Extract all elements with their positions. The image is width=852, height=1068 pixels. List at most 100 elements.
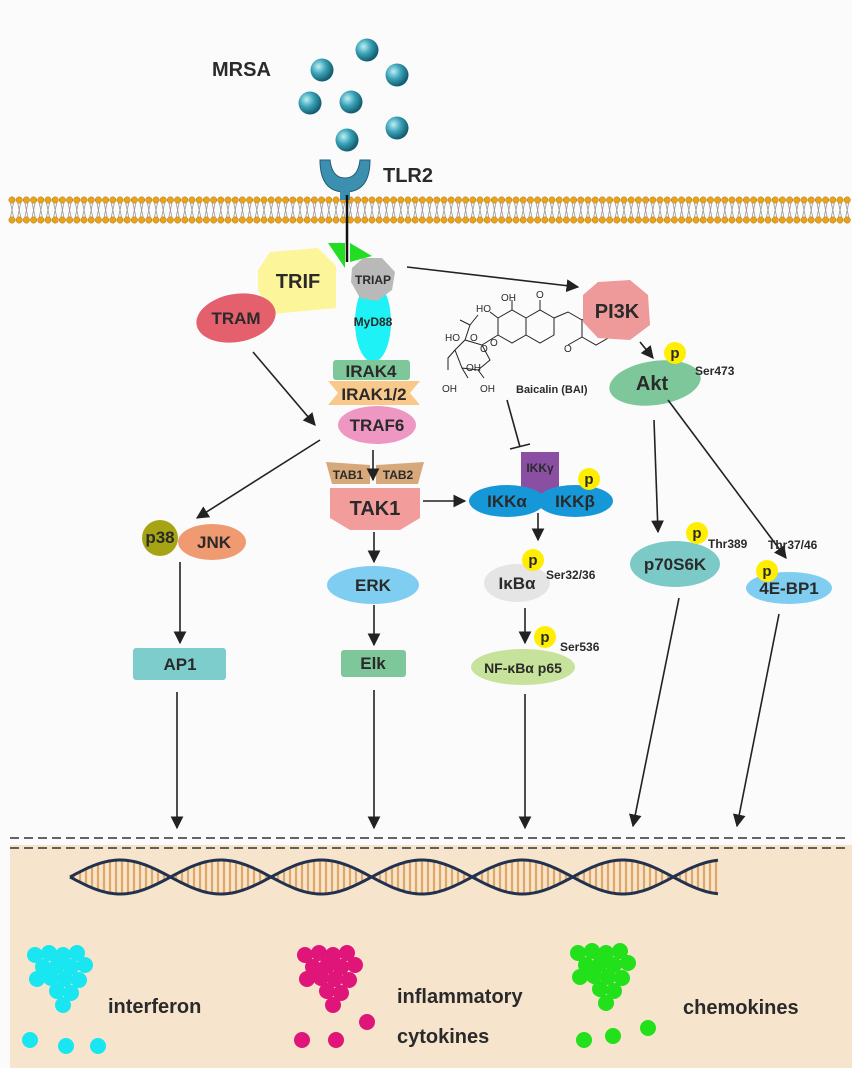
lipid-head — [426, 216, 434, 224]
lipid-head — [764, 216, 772, 224]
lipid-tail — [521, 202, 526, 218]
lipid-head — [829, 196, 837, 204]
tram-to-traf6-arrow — [252, 351, 316, 426]
lipid-head — [159, 196, 167, 204]
lipid-head — [490, 196, 498, 204]
lipid-head — [80, 196, 88, 204]
chemokine-dot — [600, 969, 616, 985]
lipid-tail — [463, 202, 468, 218]
lipid-tail — [348, 202, 353, 218]
lipid-tail — [226, 202, 230, 218]
lipid-head — [260, 196, 268, 204]
lipid-head — [670, 216, 678, 224]
lipid-head — [418, 196, 426, 204]
lipid-tail — [161, 202, 166, 218]
lipid-head — [800, 196, 808, 204]
chemokine-dot — [614, 970, 630, 986]
lipid-head — [361, 196, 369, 204]
lipid-tail — [478, 202, 482, 218]
4ebp1-site-label: Thr37/46 — [768, 538, 818, 552]
baicalin-label: Baicalin (BAI) — [516, 384, 588, 396]
lipid-tail — [391, 202, 396, 218]
phospho-badge — [522, 549, 544, 571]
lipid-head — [822, 216, 830, 224]
lipid-head — [368, 216, 376, 224]
lipid-head — [116, 216, 124, 224]
lipid-tail — [614, 202, 619, 218]
lipid-head — [541, 216, 549, 224]
lipid-head — [202, 216, 210, 224]
lipid-head — [73, 216, 81, 224]
cytokine-dot — [333, 959, 349, 975]
interferon-dot — [22, 1032, 38, 1048]
trif-node — [258, 248, 336, 314]
lipid-tail — [67, 202, 72, 218]
lipid-head — [267, 216, 275, 224]
lipid-head — [318, 196, 326, 204]
lipid-head — [706, 196, 714, 204]
lipid-head — [670, 196, 678, 204]
cytokine-dot — [325, 997, 341, 1013]
lipid-head — [490, 216, 498, 224]
phospho-label: p — [540, 629, 549, 646]
lipid-tail — [802, 202, 806, 218]
lipid-head — [224, 216, 232, 224]
lipid-head — [325, 196, 333, 204]
lipid-tail — [636, 202, 641, 218]
lipid-head — [606, 216, 614, 224]
lipid-head — [519, 216, 527, 224]
lipid-head — [526, 196, 534, 204]
lipid-head — [447, 216, 455, 224]
lipid-head — [598, 196, 606, 204]
ap1-label: AP1 — [163, 655, 196, 674]
lipid-head — [656, 196, 664, 204]
lipid-head — [519, 196, 527, 204]
lipid-head — [404, 196, 412, 204]
lipid-tail — [24, 202, 29, 218]
lipid-tail — [168, 202, 173, 218]
chemokine-dot — [605, 1028, 621, 1044]
ikka-label: IKKα — [487, 492, 527, 511]
lipid-head — [678, 196, 686, 204]
lipid-head — [836, 196, 844, 204]
lipid-head — [202, 196, 210, 204]
cytokine-dot — [294, 1032, 310, 1048]
lipid-head — [303, 216, 311, 224]
lipid-head — [8, 196, 16, 204]
akt-label: Akt — [636, 373, 669, 395]
lipid-tail — [326, 202, 331, 218]
interferon-dot — [69, 945, 85, 961]
lipid-head — [627, 216, 635, 224]
lipid-head — [663, 196, 671, 204]
interferon-dot — [90, 1038, 106, 1054]
lipid-head — [505, 196, 513, 204]
lipid-tail — [787, 202, 792, 218]
lipid-tail — [31, 202, 36, 218]
lipid-head — [742, 196, 750, 204]
lipid-head — [195, 196, 203, 204]
bacterium — [355, 38, 379, 62]
lipid-head — [642, 196, 650, 204]
ikba-label: IκBα — [499, 574, 536, 593]
4ebp1-label: 4E-BP1 — [759, 579, 819, 598]
myd88-label: MyD88 — [354, 315, 393, 329]
lipid-head — [231, 216, 239, 224]
pi3k-node — [583, 280, 650, 340]
lipid-tail — [607, 202, 612, 218]
interferon-dot — [55, 997, 71, 1013]
lipid-tail — [413, 202, 418, 218]
interferon-dot — [71, 972, 87, 988]
lipid-head — [30, 216, 38, 224]
lipid-head — [332, 216, 340, 224]
lipid-head — [721, 196, 729, 204]
cytokines-label: cytokines — [397, 1026, 489, 1048]
lipid-head — [649, 196, 657, 204]
lipid-tail — [420, 202, 425, 218]
pi3k-label: PI3K — [595, 301, 640, 323]
irak4-node — [333, 360, 410, 380]
lipid-head — [620, 216, 628, 224]
lipid-head — [318, 216, 326, 224]
lipid-head — [404, 216, 412, 224]
lipid-head — [303, 196, 311, 204]
lipid-head — [822, 196, 830, 204]
